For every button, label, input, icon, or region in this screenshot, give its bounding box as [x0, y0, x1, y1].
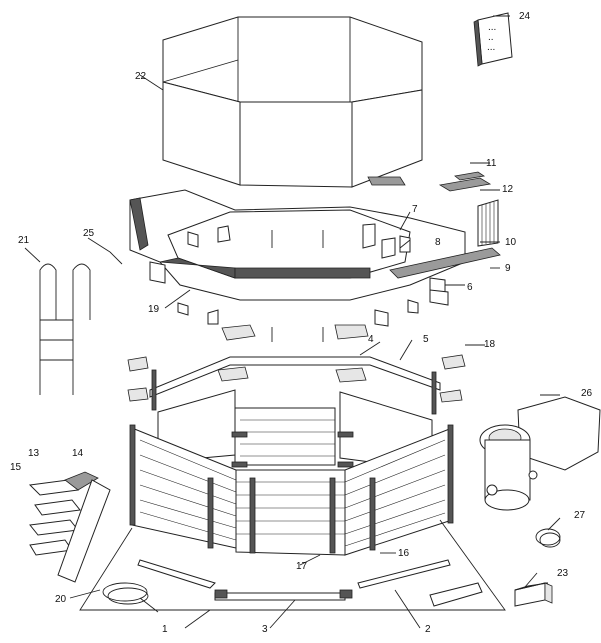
- callout-6: 6: [467, 282, 473, 293]
- callout-11: 11: [486, 158, 497, 169]
- callout-19: 19: [148, 304, 160, 315]
- callout-18: 18: [484, 339, 496, 350]
- long-block: [429, 582, 483, 607]
- manual-text-2: ..: [488, 32, 494, 43]
- callout-2: 2: [425, 624, 431, 635]
- part-9-long-grate: [389, 247, 501, 279]
- callout-numbers: 1 2 3 4 5 6 7 8 9 10 11 12 13 14 15 16 1…: [10, 11, 593, 635]
- part-13-14-15-steps: [28, 471, 111, 583]
- ground-outline: [79, 519, 506, 611]
- wall-assembly: [129, 356, 454, 601]
- callout-20: 20: [55, 594, 67, 605]
- part-27-hose-coil: [535, 528, 561, 548]
- callout-16: 16: [398, 548, 410, 559]
- frame-fittings: [187, 223, 411, 259]
- part-11-12-grate: [438, 171, 492, 192]
- callout-1: 1: [162, 624, 168, 635]
- callout-23: 23: [557, 568, 569, 579]
- part-10-side-panel: [477, 199, 499, 247]
- callout-8: 8: [435, 237, 441, 248]
- part-19-top-frame: [129, 176, 466, 301]
- callout-4: 4: [368, 334, 374, 345]
- part-25-pin: [109, 251, 123, 265]
- callout-5: 5: [423, 334, 429, 345]
- part-22-pool-liner: [162, 16, 423, 188]
- part-23-box: [514, 582, 553, 607]
- callout-27: 27: [574, 510, 586, 521]
- left-brackets: [149, 261, 419, 342]
- callout-13: 13: [28, 448, 40, 459]
- coping-blocks: [127, 324, 466, 403]
- part-26-filter-unit: [479, 396, 601, 511]
- leader-lines: [24, 15, 561, 629]
- callout-22: 22: [135, 71, 147, 82]
- callout-12: 12: [502, 184, 514, 195]
- callout-25: 25: [83, 228, 95, 239]
- callout-21: 21: [18, 235, 30, 246]
- manual-text-3: ...: [487, 42, 495, 53]
- callout-14: 14: [72, 448, 84, 459]
- callout-15: 15: [10, 462, 22, 473]
- part-6-corner-bracket: [429, 277, 449, 306]
- part-24-manual: ... .. ...: [473, 12, 513, 67]
- manual-text-1: ...: [488, 22, 496, 33]
- callout-10: 10: [505, 237, 517, 248]
- callout-3: 3: [262, 624, 268, 635]
- callout-7: 7: [412, 204, 418, 215]
- callout-24: 24: [519, 11, 531, 22]
- part-20-cable-coil: [102, 582, 159, 613]
- callout-17: 17: [296, 561, 308, 572]
- callout-9: 9: [505, 263, 511, 274]
- part-21-ladder: [39, 263, 91, 395]
- callout-26: 26: [581, 388, 593, 399]
